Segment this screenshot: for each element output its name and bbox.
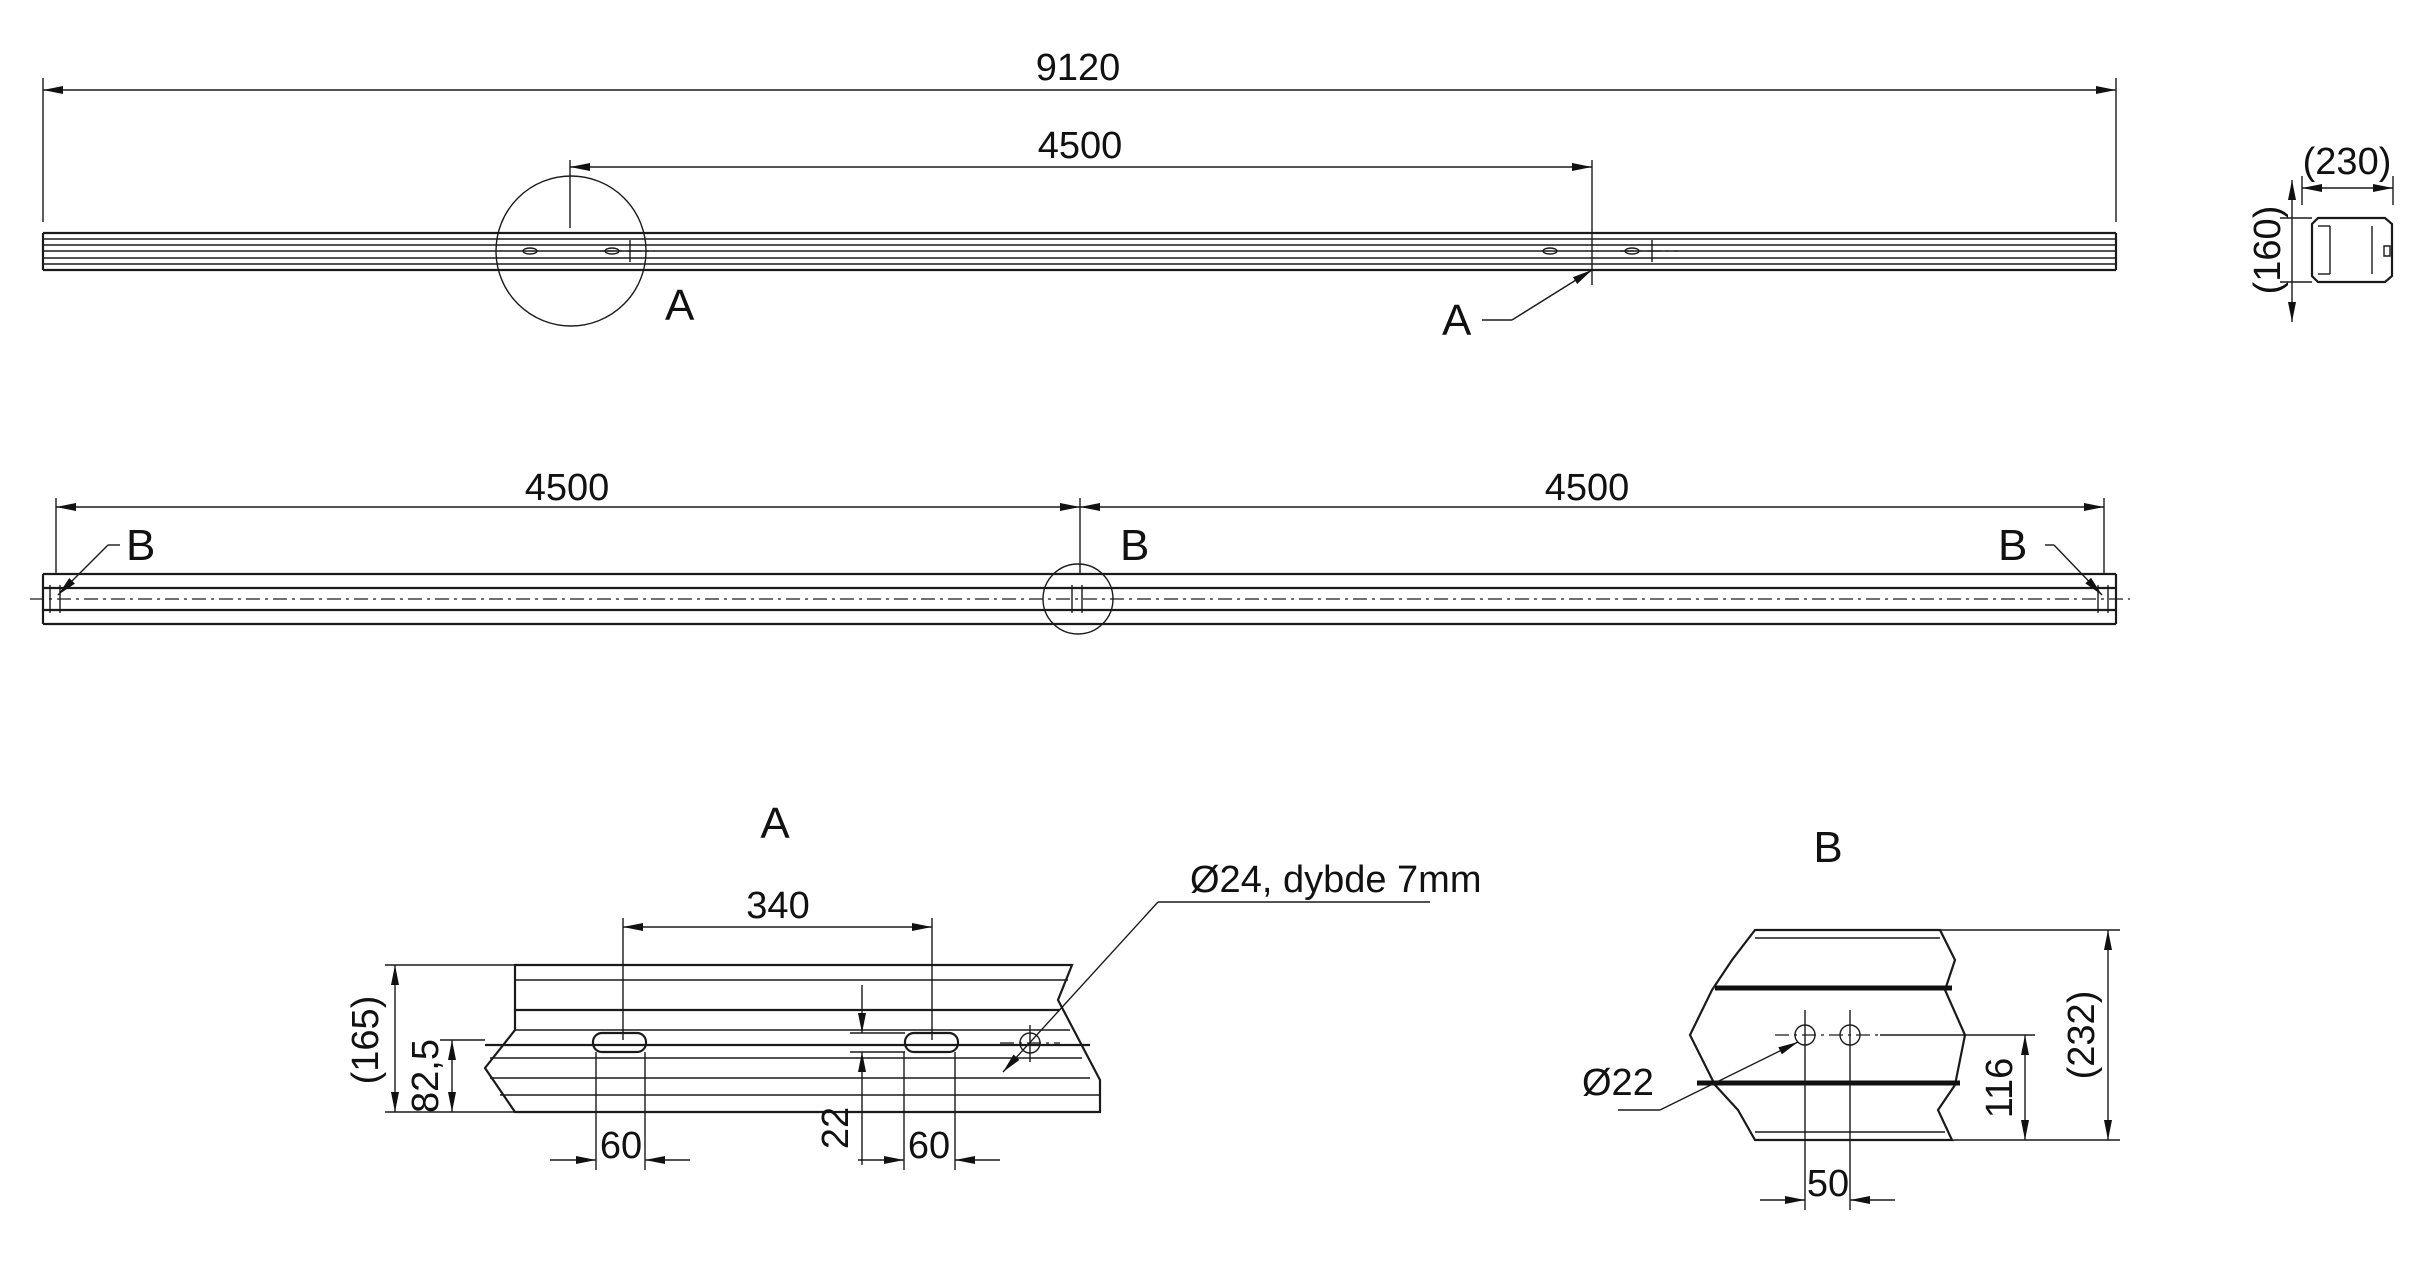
detail-a-outline bbox=[483, 963, 1102, 1114]
detail-a-leader-label: A bbox=[1442, 296, 1472, 345]
end-view: (230) (160) bbox=[2247, 141, 2394, 322]
plan-left-dim: 4500 bbox=[525, 467, 610, 509]
detail-b-title: B bbox=[1813, 823, 1842, 872]
detail-b-hole-leader bbox=[1659, 1041, 1799, 1111]
detail-b-left-leader bbox=[57, 544, 109, 596]
end-width-dim: (230) bbox=[2303, 141, 2392, 183]
detail-a-circle bbox=[495, 175, 647, 327]
plan-right-dim: 4500 bbox=[1545, 467, 1630, 509]
detail-b-circle bbox=[1042, 563, 1114, 635]
detail-a-view: A 340 Ø24, dybde 7mm (165) 8 bbox=[345, 799, 1481, 1170]
detail-a-title: A bbox=[760, 799, 790, 848]
detail-b-center-label: B bbox=[1120, 521, 1149, 570]
beam-plan-body bbox=[30, 572, 2130, 626]
detail-a-hole-leader bbox=[1002, 901, 1159, 1073]
detail-a-hole-height: 82,5 bbox=[405, 1039, 447, 1113]
detail-b-hole-spacing: 50 bbox=[1807, 1163, 1849, 1205]
detail-b-hole-note: Ø22 bbox=[1582, 1062, 1654, 1104]
beam-top-body bbox=[41, 231, 2118, 272]
detail-a-height-ref: (165) bbox=[345, 996, 387, 1085]
detail-a-slot-right bbox=[903, 1031, 960, 1054]
detail-a-slot-height: 22 bbox=[815, 1107, 857, 1149]
detail-a-leader bbox=[1511, 269, 1593, 321]
top-view: 9120 4500 A bbox=[41, 47, 2118, 345]
detail-a-hole-note: Ø24, dybde 7mm bbox=[1190, 859, 1481, 901]
detail-a-circle-label: A bbox=[665, 281, 695, 330]
detail-a-slot-left bbox=[591, 1031, 648, 1054]
detail-b-hole-height: 116 bbox=[1979, 1058, 2021, 1119]
detail-b-right-label: B bbox=[1998, 521, 2027, 570]
detail-a-slot-width-left: 60 bbox=[600, 1125, 642, 1167]
detail-b-left-label: B bbox=[126, 521, 155, 570]
top-spacing-dim: 4500 bbox=[1038, 125, 1123, 167]
end-height-dim: (160) bbox=[2247, 206, 2289, 295]
detail-a-slot-spacing: 340 bbox=[746, 885, 809, 927]
end-section-outline bbox=[2310, 216, 2394, 284]
detail-b-right-leader bbox=[2053, 544, 2103, 596]
detail-a-slot-width-right: 60 bbox=[908, 1125, 950, 1167]
detail-b-height-ref: (232) bbox=[2061, 991, 2103, 1080]
overall-length-dim: 9120 bbox=[1036, 47, 1121, 89]
detail-b-view: B Ø22 50 116 (232) bbox=[1582, 823, 2120, 1210]
plan-view: 4500 4500 B B B bbox=[30, 467, 2130, 635]
